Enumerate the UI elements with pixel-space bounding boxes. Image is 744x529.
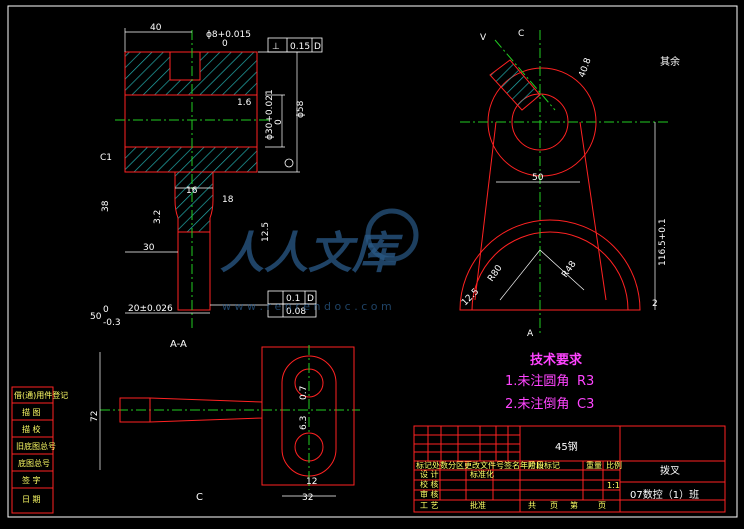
dim-phi30: ϕ30+0.021 [265, 89, 275, 140]
stage-label: 阶段标记 [528, 460, 560, 470]
sheet-left: 共 [528, 501, 536, 510]
dim-16: 16 [186, 186, 198, 196]
std-label: 标准化 [470, 469, 494, 479]
dim-30: 30 [143, 243, 155, 253]
section-label-aa: A-A [170, 339, 187, 350]
perp-ref: D [314, 42, 321, 52]
requirement-2-value: C3 [577, 397, 594, 412]
col-weight: 重量 [586, 460, 602, 470]
dim-r40: 40.8 [577, 57, 593, 80]
label-a: A [527, 329, 534, 339]
row-design: 设 计 [420, 469, 439, 479]
part-name: 拨叉 [660, 464, 680, 477]
sheet-mid: 页 [550, 501, 558, 510]
dim-r48: R48 [560, 259, 579, 279]
dim-r6-3: 6.3 [299, 416, 309, 430]
side-row-2: 描 校 [22, 424, 41, 434]
dim-c1: C1 [100, 153, 112, 163]
row-check: 校 核 [420, 479, 439, 489]
dim-phi8: ϕ8+0.015 [206, 30, 251, 40]
tol-01-ref: D [307, 294, 314, 304]
dim-r12-5: 12.5 [261, 222, 271, 242]
perp-symbol: ⊥ [272, 42, 280, 52]
dim-50b: 50 [532, 173, 544, 183]
technical-requirements: 技术要求 1.未注圆角 R3 2.未注倒角 C3 [505, 352, 594, 412]
dim-32: 32 [302, 493, 313, 503]
watermark-url: w w w . r e n r e n d o c . c o m [222, 300, 392, 313]
header-small: 标记处数分区更改文件号签名年月日 [416, 460, 544, 470]
dim-116: 116.5+0.1 [658, 218, 668, 266]
label-c: C [518, 29, 524, 39]
side-row-0: 借(通)用件登记 [14, 390, 68, 400]
dim-r1-6: 1.6 [237, 98, 252, 108]
row-process: 工 艺 [420, 501, 439, 510]
side-row-6: 日 期 [22, 495, 41, 504]
label-v: V [480, 33, 487, 43]
side-row-5: 签 字 [22, 475, 41, 485]
dim-r12-5b: 12.5 [460, 287, 481, 308]
tol-008: 0.08 [286, 307, 306, 317]
dim-phi30-tol: 0 [274, 119, 284, 125]
dim-phi58: ϕ58 [296, 100, 306, 118]
dim-40: 40 [150, 23, 162, 33]
watermark: 人人文库 w w w . r e n r e n d o c . c o m [220, 208, 419, 313]
side-row-3: 旧底图总号 [16, 441, 56, 451]
dim-20: 20±0.026 [128, 304, 173, 314]
dim-0: 0 [103, 305, 109, 315]
dim-2: 2 [652, 299, 658, 309]
requirement-1-prefix: 1.未注圆角 [505, 374, 569, 389]
dim-r80: R80 [486, 263, 505, 283]
dim-72: 72 [90, 411, 100, 422]
requirements-title: 技术要求 [530, 352, 583, 368]
sheet-end: 页 [598, 501, 606, 510]
material-label: 45钢 [555, 440, 578, 453]
dim-phi8-tol: 0 [222, 39, 228, 49]
requirement-1-value: R3 [577, 374, 594, 389]
tol-01: 0.1 [286, 294, 300, 304]
row-review: 审 核 [420, 489, 439, 499]
view-c: 72 12 32 6.3 0.7 C [90, 345, 360, 503]
dim-38: 38 [101, 200, 111, 212]
dim-r0-7: 0.7 [299, 386, 309, 400]
side-row-1: 描 图 [22, 407, 41, 417]
watermark-text: 人人文库 [220, 228, 403, 279]
view-label-c: C [196, 492, 203, 503]
side-row-4: 底图总号 [18, 458, 50, 468]
requirement-2-prefix: 2.未注倒角 [505, 397, 569, 412]
dim-0-3: -0.3 [103, 318, 121, 328]
dim-12: 12 [306, 477, 317, 487]
qiyu-label: 其余 [660, 55, 680, 68]
col-scale: 比例 [606, 460, 622, 470]
side-register-table: 借(通)用件登记 描 图 描 校 旧底图总号 底图总号 签 字 日 期 [11, 386, 68, 514]
class-name: 07数控（1）班 [630, 488, 699, 501]
dim-r3-2: 3.2 [153, 210, 163, 224]
datum-d-marker [284, 158, 294, 168]
title-block: 45钢 拨叉 07数控（1）班 1:1 标记处数分区更改文件号签名年月日 设 计… [413, 425, 726, 513]
perp-value: 0.15 [290, 42, 310, 52]
section-aa-view: 40 ϕ8+0.015 0 ⊥ 0.15 D ϕ30+0.021 0 ϕ58 C… [90, 23, 323, 350]
watermark-logo-icon [365, 208, 419, 262]
approve-label: 批准 [470, 500, 486, 510]
fork-front-view: 50 R80 R48 116.5+0.1 2 12.5 A C V 40.8 其… [459, 29, 680, 339]
scale-value: 1:1 [607, 481, 620, 490]
dim-18: 18 [222, 195, 234, 205]
sheet-right: 第 [570, 500, 578, 510]
drawing-border [7, 5, 738, 518]
dim-50: 50 [90, 312, 102, 322]
